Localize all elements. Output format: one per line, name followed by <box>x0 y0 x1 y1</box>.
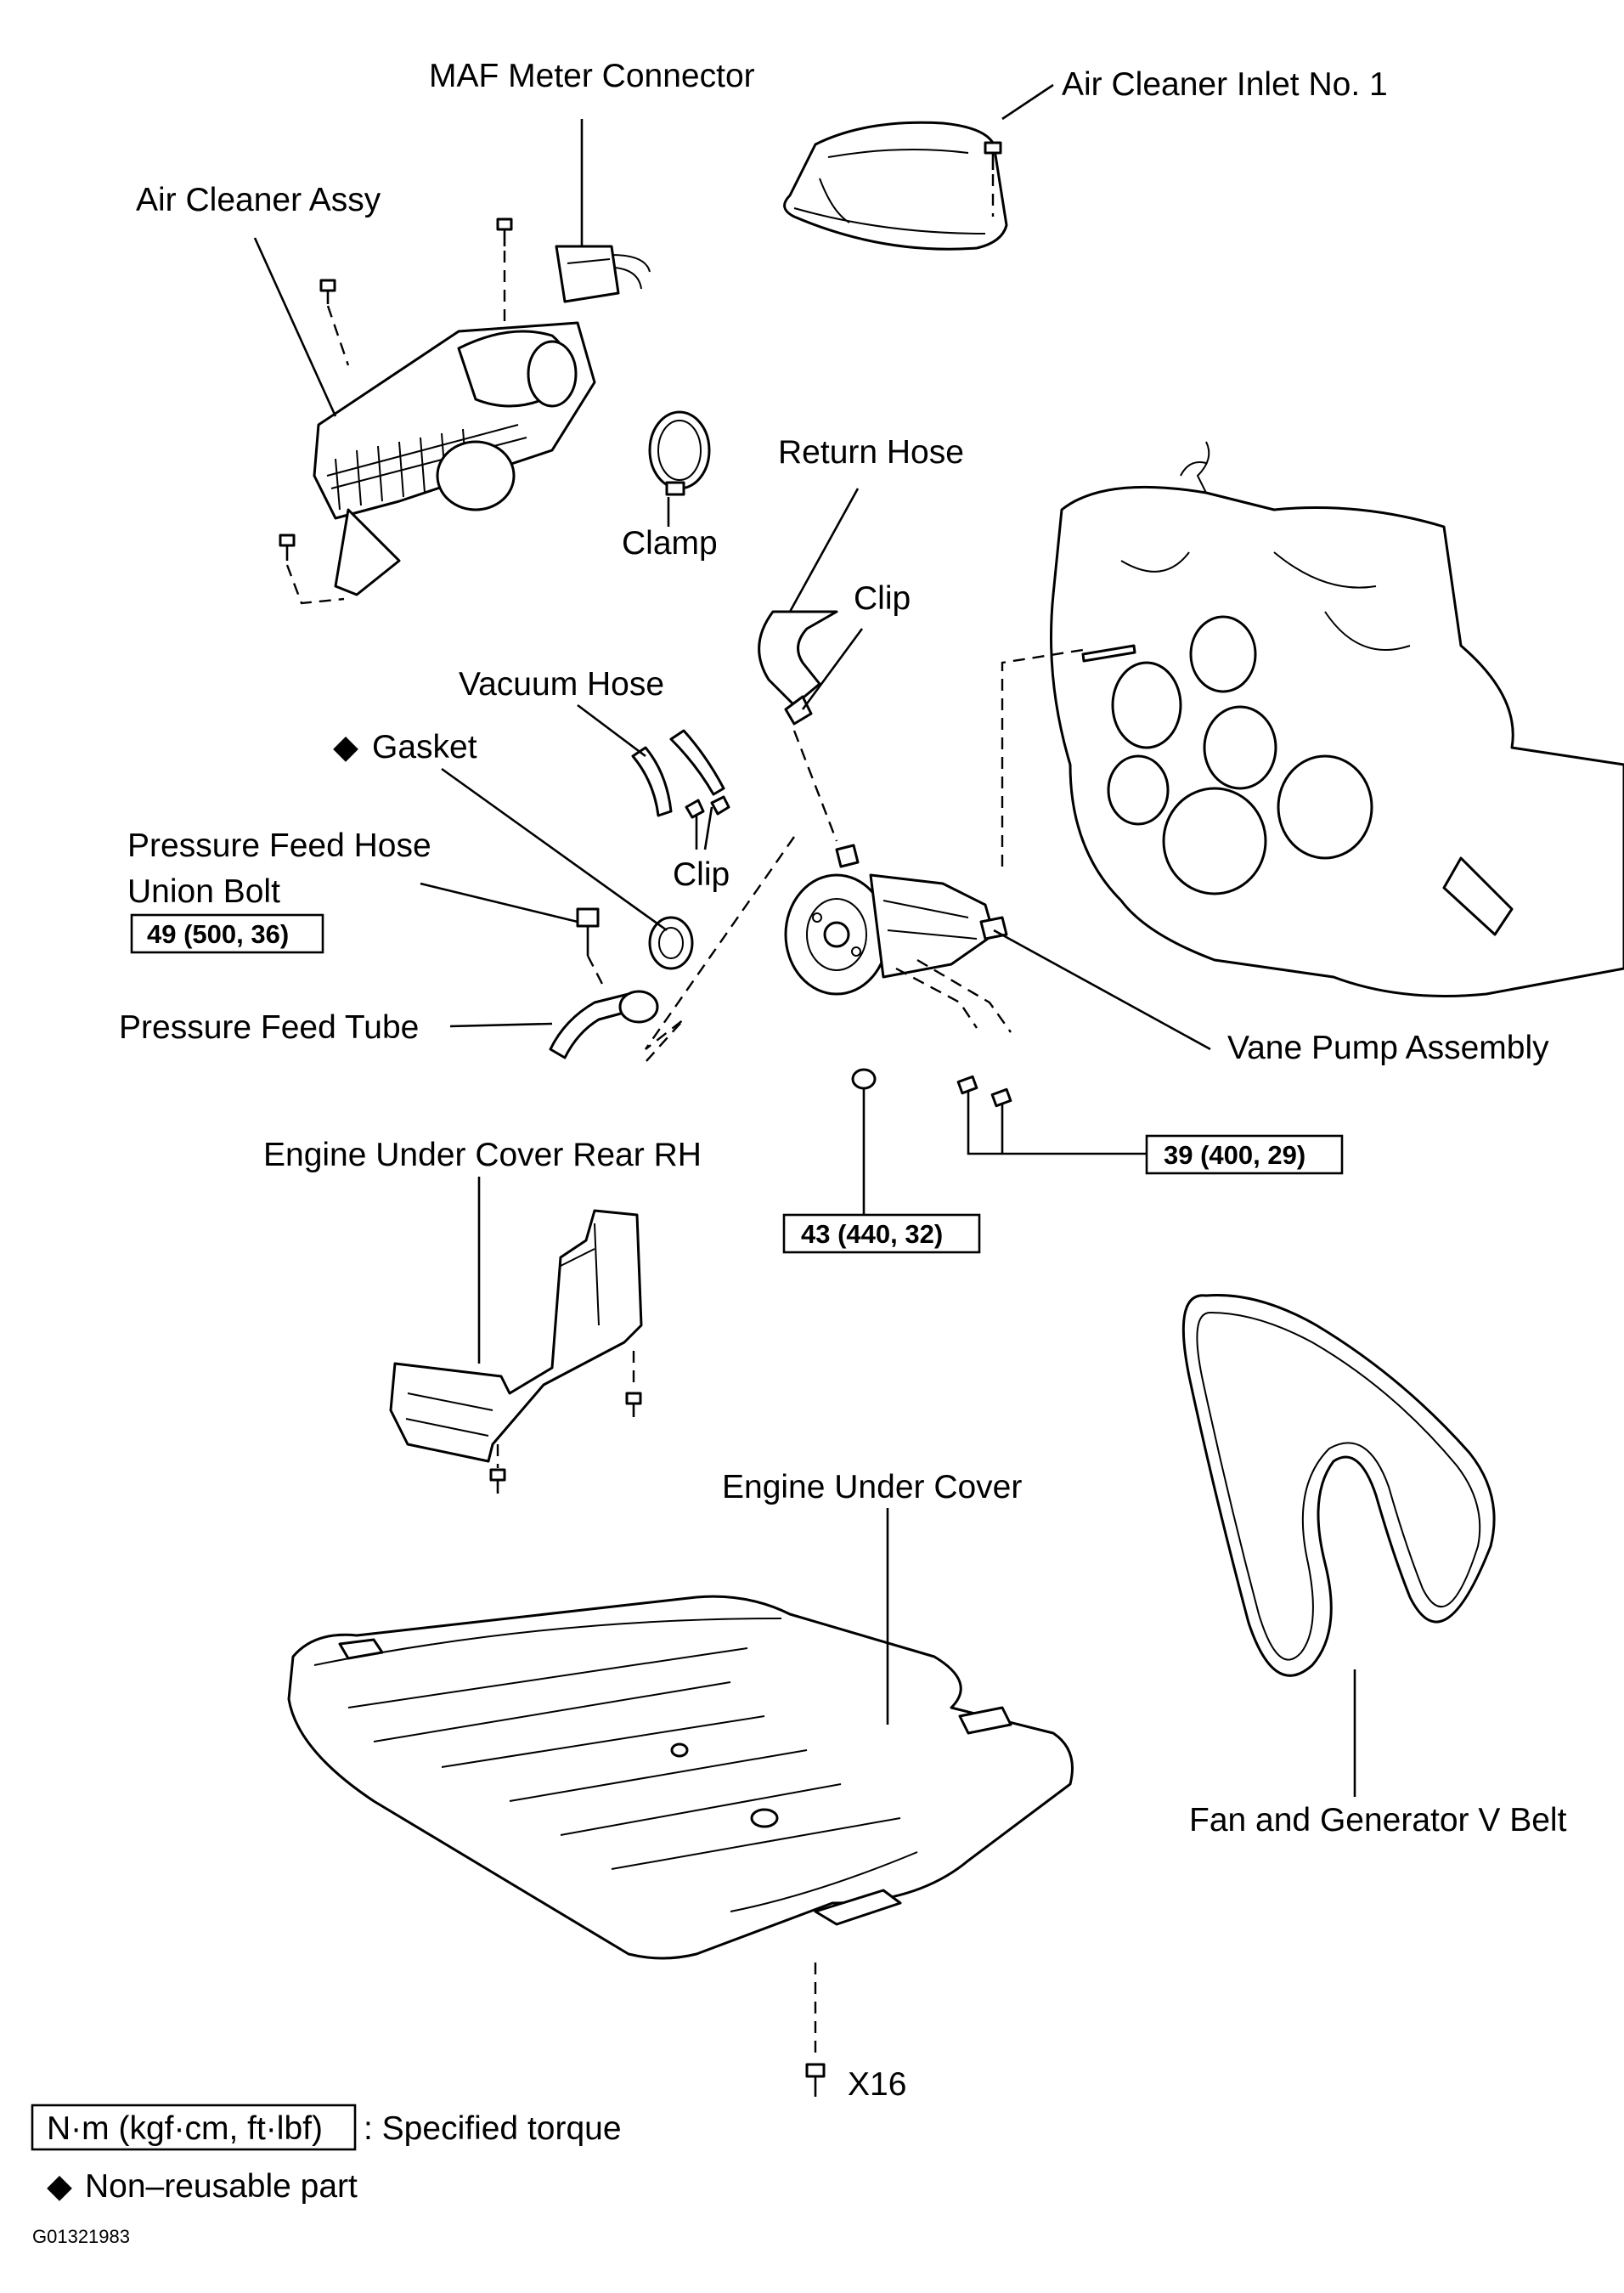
v-belt-part <box>1181 1293 1496 1677</box>
maf-connector-part <box>555 119 651 303</box>
label-vacuum-hose: Vacuum Hose <box>459 666 664 703</box>
torque-box-pump-bolts <box>1145 1134 1344 1175</box>
label-pressure-feed-tube: Pressure Feed Tube <box>119 1009 419 1046</box>
pump-nut-icon <box>851 1068 877 1215</box>
legend-torque-box <box>31 2104 357 2151</box>
rear-rh-bolts-icon <box>489 1351 642 1494</box>
gasket-part <box>648 916 694 970</box>
legend-torque-units: N·m (kgf·cm, ft·lbf) <box>47 2110 323 2147</box>
label-vane-pump: Vane Pump Assembly <box>1227 1030 1549 1066</box>
engine-under-cover-part <box>287 1595 1074 1960</box>
return-hose-part <box>758 610 838 726</box>
legend-torque-desc: : Specified torque <box>364 2110 622 2147</box>
torque-union-bolt: 49 (500, 36) <box>147 919 289 949</box>
label-pressure-feed-hose: Pressure Feed Hose <box>127 827 431 864</box>
clamp-part <box>648 410 711 496</box>
non-reusable-symbol-icon: ◆ <box>47 2168 72 2205</box>
engine-block <box>1050 441 1624 997</box>
label-union-bolt: Union Bolt <box>127 873 280 910</box>
torque-box-pump-nut <box>782 1213 981 1254</box>
label-clip-upper: Clip <box>854 580 911 617</box>
leader-lines <box>253 83 1356 1797</box>
figure-code: G01321983 <box>32 2226 130 2247</box>
union-bolt-part <box>576 907 605 986</box>
label-gasket: Gasket <box>372 729 477 765</box>
torque-pump-bolts: 39 (400, 29) <box>1164 1140 1305 1170</box>
pressure-feed-tube-part <box>549 990 659 1059</box>
label-return-hose: Return Hose <box>778 434 964 471</box>
gasket-symbol-icon: ◆ <box>333 729 358 765</box>
torque-pump-nut: 43 (440, 32) <box>801 1219 943 1249</box>
label-maf-connector: MAF Meter Connector <box>429 58 755 94</box>
air-cleaner-assy-part <box>313 321 596 596</box>
label-clamp: Clamp <box>622 525 718 562</box>
under-cover-bolt-icon <box>805 1963 826 2097</box>
label-clip-lower: Clip <box>673 856 730 893</box>
under-cover-rear-rh-part <box>389 1209 643 1463</box>
torque-box-union-bolt <box>130 913 324 954</box>
label-bolt-count: X16 <box>848 2066 906 2103</box>
inlet-bolt-icon <box>984 141 1002 217</box>
label-v-belt: Fan and Generator V Belt <box>1189 1802 1567 1838</box>
label-engine-under-cover: Engine Under Cover <box>722 1469 1022 1505</box>
label-air-cleaner-assy: Air Cleaner Assy <box>136 182 381 218</box>
legend-non-reusable: Non–reusable part <box>85 2168 358 2205</box>
vane-pump-part <box>784 844 1008 996</box>
air-cleaner-bolts-icon <box>279 217 513 605</box>
vacuum-hose-part <box>631 729 730 819</box>
air-cleaner-inlet-part <box>783 121 1008 251</box>
label-under-cover-rear-rh: Engine Under Cover Rear RH <box>263 1137 702 1173</box>
pump-guide-lines <box>645 648 1084 1063</box>
label-air-cleaner-inlet: Air Cleaner Inlet No. 1 <box>1062 66 1388 103</box>
pump-bolts-icon <box>956 1075 1147 1155</box>
